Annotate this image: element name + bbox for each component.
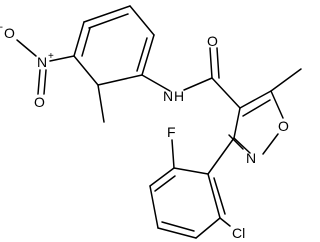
bond [97,74,143,86]
bond [81,27,91,57]
atom-label-fluorine: F [167,124,176,140]
atom-label-ring-oxygen: O [278,118,289,134]
bond [73,55,99,86]
amide-group: O N H [163,33,241,109]
bond [161,221,195,232]
bond [83,5,131,23]
bond [207,137,235,175]
bond [157,227,197,239]
bond [242,99,271,117]
bond [211,77,241,109]
bond [171,139,175,169]
charge-label-minus: - [0,22,3,33]
bond [219,217,231,227]
bond [49,55,75,62]
atom-label-chlorine: Cl [232,225,245,241]
bond [43,69,47,95]
bond [154,175,176,192]
bond [141,34,155,76]
nitro-group: O - N + O [0,22,54,110]
isoxazole-ring: N O [228,68,302,166]
bond [149,185,159,229]
bond [262,133,279,155]
atom-label-oxide-oxygen: O [4,25,15,41]
bond [88,13,129,29]
bond [216,47,220,79]
atom-label-ring-nitrogen: N [246,150,256,166]
bond [209,47,213,79]
atom-label-nitro-nitrogen: N [37,54,47,70]
bond [270,90,284,119]
bond [195,217,221,239]
nitrophenyl-ring [49,5,171,123]
bond [228,134,244,150]
bond [129,5,155,36]
atom-label-nitro-oxygen: O [34,94,45,110]
atom-label-carbonyl-oxygen: O [207,33,218,49]
bond [141,74,171,92]
bond [233,107,241,139]
atom-label-amide-hydrogen: H [174,88,184,104]
bond [213,177,226,215]
bond [183,77,213,91]
bond [149,167,175,187]
bond [97,84,105,123]
bond [73,21,85,57]
bond [37,69,41,95]
chemical-structure: O - N + O O N H N O [0,5,302,241]
bond [239,90,272,109]
bond [136,37,148,72]
bond [270,68,302,92]
bond [233,137,251,154]
atom-label-amide-nitrogen: N [163,88,173,104]
charge-label-plus: + [48,51,54,62]
bond [16,39,37,57]
bond [173,167,209,175]
bond [207,173,221,219]
chlorofluorophenyl-ring: F Cl [149,124,245,241]
